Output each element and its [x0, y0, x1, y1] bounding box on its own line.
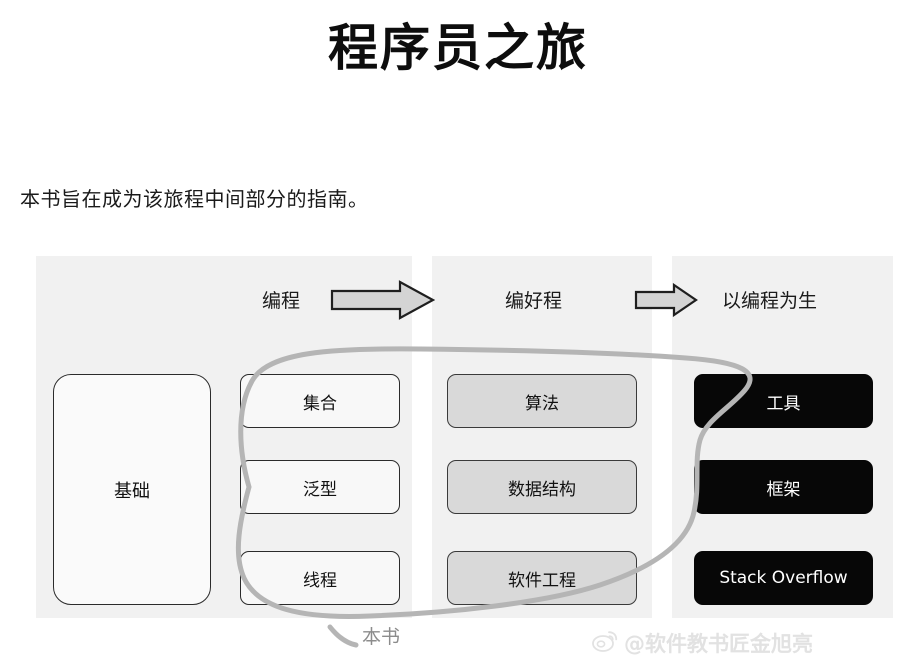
node-label: 泛型	[303, 479, 337, 500]
node-software-engineering[interactable]: 软件工程	[447, 551, 637, 605]
node-label: Stack Overflow	[719, 568, 848, 588]
book-scope-label: 本书	[362, 626, 401, 648]
node-algorithms[interactable]: 算法	[447, 374, 637, 428]
node-label: 软件工程	[508, 570, 576, 591]
subtitle-text: 本书旨在成为该旅程中间部分的指南。	[20, 187, 369, 211]
node-threads[interactable]: 线程	[240, 551, 400, 605]
node-label: 基础	[114, 480, 150, 502]
weibo-icon	[592, 630, 618, 657]
node-stack-overflow[interactable]: Stack Overflow	[694, 551, 873, 605]
node-label: 集合	[303, 393, 337, 414]
watermark: @软件教书匠金旭亮	[592, 628, 813, 658]
node-foundation[interactable]: 基础	[53, 374, 211, 605]
node-label: 线程	[303, 570, 337, 591]
right-arrow-icon-1	[330, 280, 436, 325]
column-header-3: 以编程为生	[722, 290, 818, 312]
node-label: 框架	[766, 479, 801, 500]
node-tools[interactable]: 工具	[694, 374, 873, 428]
node-generics[interactable]: 泛型	[240, 460, 400, 514]
node-frameworks[interactable]: 框架	[694, 460, 873, 514]
watermark-text: @软件教书匠金旭亮	[624, 632, 813, 656]
node-label: 工具	[766, 393, 801, 414]
page-title: 程序员之旅	[328, 19, 588, 77]
column-header-1: 编程	[262, 290, 301, 312]
column-header-2: 编好程	[505, 290, 563, 312]
node-label: 算法	[525, 393, 559, 414]
right-arrow-icon-2	[634, 282, 698, 322]
node-data-structures[interactable]: 数据结构	[447, 460, 637, 514]
node-label: 数据结构	[508, 479, 576, 500]
node-collections[interactable]: 集合	[240, 374, 400, 428]
